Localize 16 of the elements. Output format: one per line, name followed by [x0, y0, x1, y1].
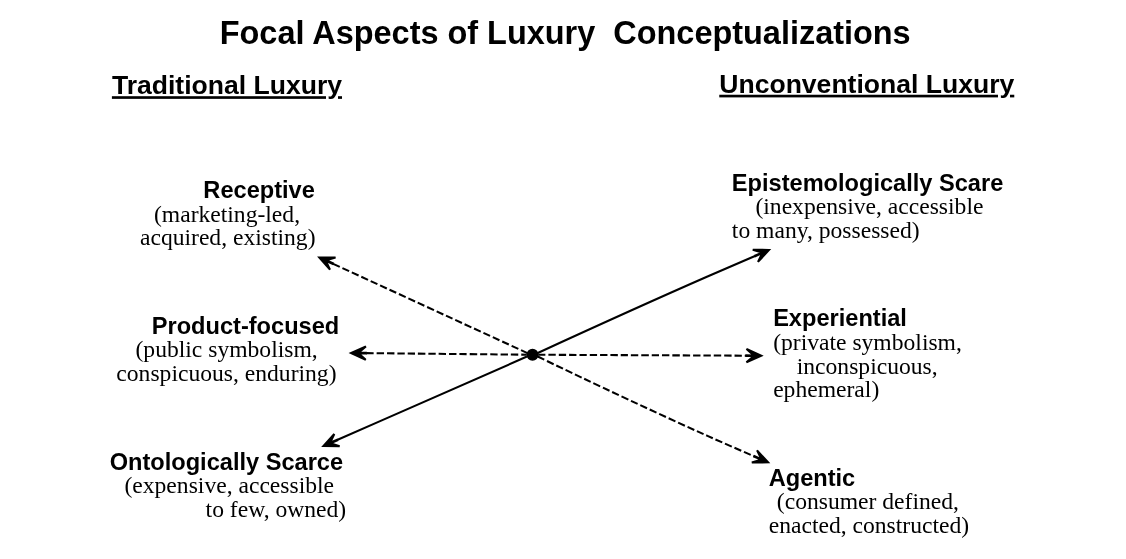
arrow — [536, 248, 770, 354]
arrow — [317, 256, 528, 354]
arrow — [536, 355, 769, 464]
node-text: Experiential (private symbolism, inconspicuous, ephemeral) — [772, 305, 962, 403]
node-text: Agentic (consumer defined, enacted, constructed) — [768, 464, 969, 538]
label: Unconventional Luxury — [718, 68, 1014, 99]
diagram-title: Focal Aspects of Luxury Conceptualizations — [219, 15, 911, 52]
node-text: Epistemologically Scare (inexpensive, accessible to many, possessed) — [731, 169, 1003, 243]
arrow — [321, 355, 527, 448]
arrow — [349, 345, 527, 361]
node-text: Ontologically Scarce (expensive, accessible to few, owned) — [109, 448, 346, 522]
label: Traditional Luxury — [111, 70, 342, 101]
arrow — [537, 348, 762, 364]
node-text: Receptive (marketing-led, acquired, existing) — [139, 177, 316, 251]
node-circle — [525, 348, 539, 361]
node-text: Product-focused (public symbolism, conspicuous, enduring) — [115, 312, 339, 386]
